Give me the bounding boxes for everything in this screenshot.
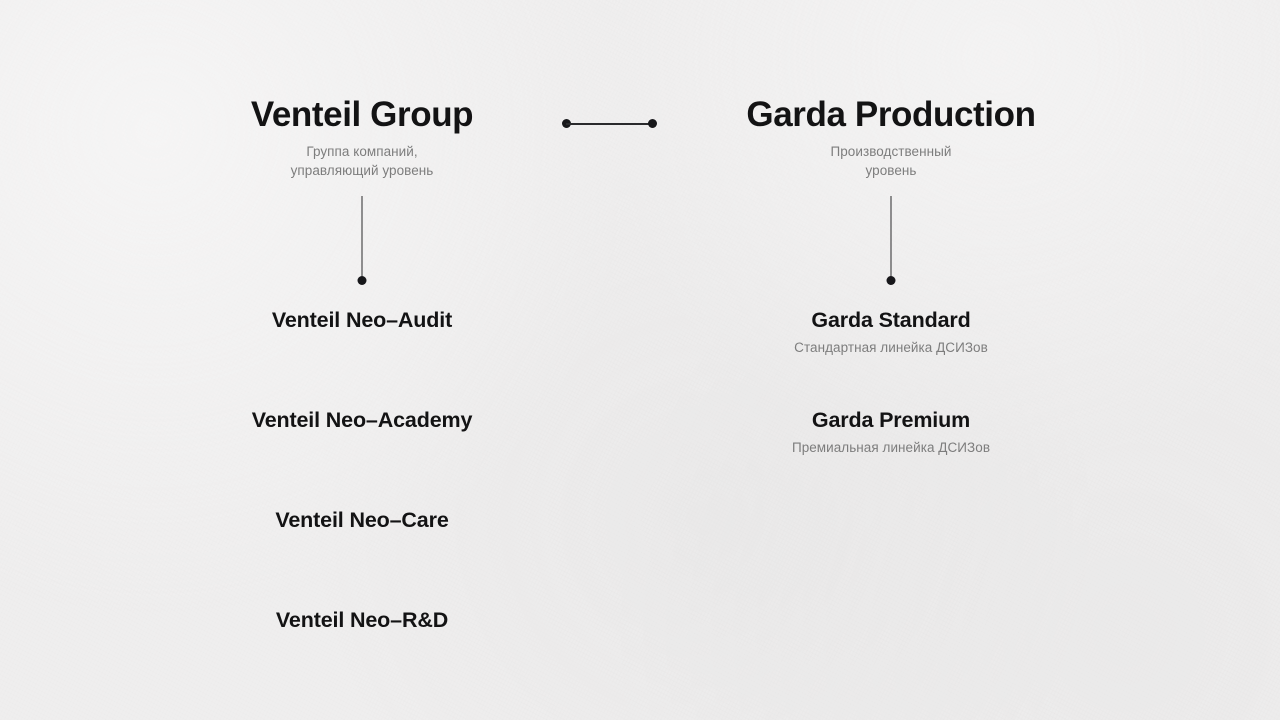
vertical-connector-venteil [357,196,367,286]
group-subtitle-garda-line1: Производственный [830,143,952,159]
group-column-venteil: Venteil Group Группа компаний, управляющ… [82,0,642,720]
group-subtitle-venteil-line2: управляющий уровень [290,162,434,178]
connector-line [361,196,363,281]
node-venteil-neo-rd[interactable]: Venteil Neo–R&D [82,608,642,634]
node-title: Garda Standard [811,308,971,332]
node-garda-premium[interactable]: Garda Premium Премиальная линейка ДСИЗов [611,408,1171,457]
node-title: Garda Premium [811,408,971,432]
node-garda-standard[interactable]: Garda Standard Стандартная линейка ДСИЗо… [611,308,1171,357]
node-venteil-neo-care[interactable]: Venteil Neo–Care [82,508,642,534]
node-venteil-neo-academy[interactable]: Venteil Neo–Academy [82,408,642,434]
group-subtitle-garda-line2: уровень [865,162,917,178]
group-header-garda: Garda Production Производственный уровен… [611,96,1171,180]
group-subtitle-garda: Производственный уровень [611,142,1171,180]
connector-line [566,123,653,125]
group-title-garda: Garda Production [746,95,1036,134]
connector-line [890,196,892,281]
group-subtitle-venteil: Группа компаний, управляющий уровень [82,142,642,180]
vertical-connector-garda [886,196,896,286]
node-subtitle: Премиальная линейка ДСИЗов [791,439,991,455]
node-title: Venteil Neo–Care [275,508,449,532]
node-venteil-neo-audit[interactable]: Venteil Neo–Audit [82,308,642,334]
group-title-venteil: Venteil Group [250,95,474,134]
node-subtitle: Стандартная линейка ДСИЗов [794,339,988,355]
node-title: Venteil Neo–Academy [251,408,473,432]
horizontal-connector-between-groups [562,119,657,129]
group-header-venteil: Venteil Group Группа компаний, управляющ… [82,96,642,180]
connector-dot-icon-right [648,119,657,128]
node-title: Venteil Neo–R&D [275,608,449,632]
group-column-garda: Garda Production Производственный уровен… [611,0,1171,720]
group-subtitle-venteil-line1: Группа компаний, [306,143,418,159]
node-title: Venteil Neo–Audit [271,308,453,332]
connector-dot-icon [886,276,896,285]
connector-dot-icon [357,276,367,285]
